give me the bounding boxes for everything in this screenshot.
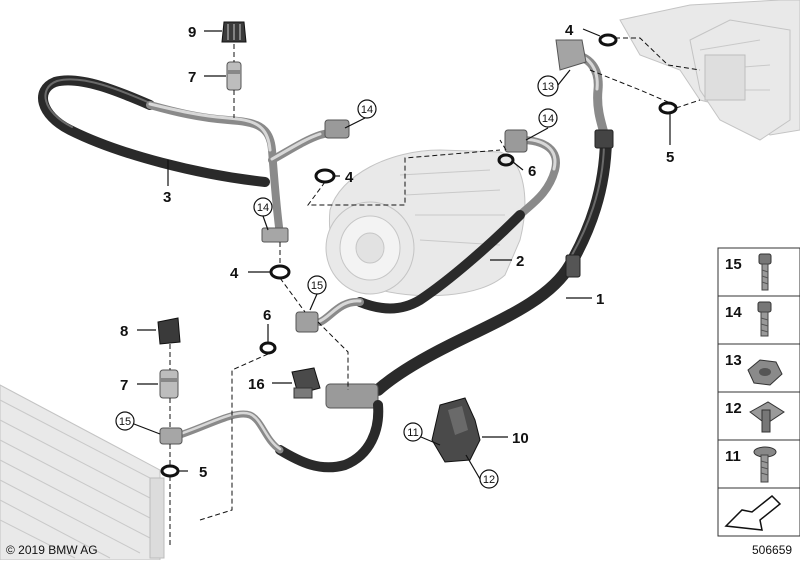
callout-2: 2 (516, 253, 524, 270)
assembly-lines (169, 37, 701, 545)
callout-15-bottom: 15 (119, 416, 131, 428)
compressor-ghost (325, 149, 526, 297)
callout-9: 9 (188, 24, 196, 41)
callout-5-bottom: 5 (199, 464, 207, 481)
panel-label-14: 14 (725, 304, 742, 321)
valve-7-top (226, 61, 242, 91)
callout-14-right: 14 (542, 113, 554, 125)
pipe-3 (38, 75, 350, 243)
fastener-panel: 15 14 13 12 11 (717, 247, 800, 537)
panel-label-15: 15 (725, 256, 742, 273)
callout-13: 13 (542, 81, 554, 93)
callout-14-top: 14 (361, 104, 373, 116)
nut-13-icon (747, 359, 783, 386)
pipe-2 (295, 129, 560, 333)
clip-nut-12-icon (749, 401, 785, 433)
callout-16: 16 (248, 376, 265, 393)
panel-label-13: 13 (725, 352, 742, 369)
condenser-ghost (0, 384, 165, 561)
panel-label-12: 12 (725, 400, 742, 417)
screw-11-icon (753, 446, 777, 483)
valve-7-bottom (159, 369, 179, 399)
callout-4-right: 4 (565, 22, 574, 39)
pipe-1 (325, 39, 614, 409)
callout-4-compressor: 4 (345, 169, 354, 186)
screw-15-icon (758, 253, 772, 291)
callout-3: 3 (163, 189, 171, 206)
callout-1: 1 (596, 291, 604, 308)
callout-4-left: 4 (230, 265, 239, 282)
callout-14-left: 14 (257, 202, 269, 214)
callout-7-bottom: 7 (120, 377, 128, 394)
sensor-16 (291, 367, 321, 399)
callout-6-right: 6 (528, 163, 536, 180)
callout-10: 10 (512, 430, 529, 447)
panel-label-11: 11 (725, 448, 741, 465)
callout-labels: 9 7 3 14 4 14 4 15 6 8 7 16 15 5 14 6 2 … (115, 22, 674, 489)
callout-12: 12 (483, 474, 495, 486)
screw-14-icon (757, 301, 772, 337)
cap-8 (157, 317, 181, 345)
evaporator-housing-ghost (619, 0, 800, 141)
arrow-icon (724, 494, 782, 531)
callout-6-left: 6 (263, 307, 271, 324)
leader-lines (133, 28, 671, 480)
cap-9 (221, 21, 247, 43)
diagram-number: 506659 (752, 543, 792, 557)
callout-8: 8 (120, 323, 128, 340)
callout-5-right: 5 (666, 149, 674, 166)
bracket-10 (431, 397, 481, 463)
pipe-bottom (159, 400, 384, 473)
callout-7-top: 7 (188, 69, 196, 86)
copyright-text: © 2019 BMW AG (6, 543, 98, 557)
callout-11: 11 (407, 427, 418, 439)
callout-15-mid: 15 (311, 280, 323, 292)
